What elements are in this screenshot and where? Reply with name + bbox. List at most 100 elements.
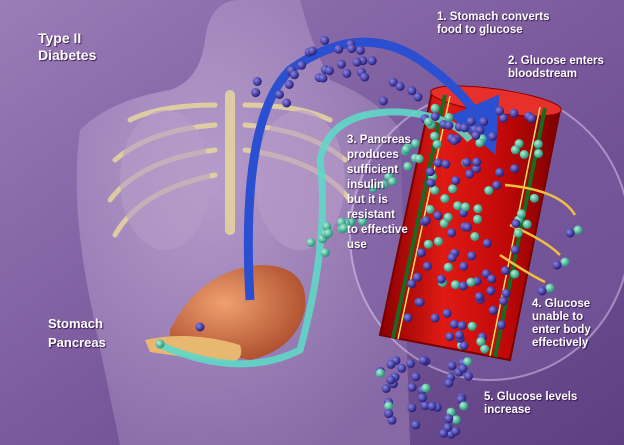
insulin-molecule	[529, 193, 539, 203]
glucose-molecule	[407, 403, 417, 413]
glucose-molecule	[511, 219, 521, 229]
glucose-molecule	[486, 286, 496, 296]
glucose-molecule	[381, 384, 391, 393]
glucose-molecule	[411, 372, 421, 382]
glucose-molecule	[447, 228, 457, 238]
insulin-molecule	[545, 283, 555, 293]
insulin-molecule	[430, 103, 440, 113]
insulin-molecule	[379, 180, 389, 190]
glucose-molecule	[352, 57, 362, 67]
insulin-molecule	[467, 321, 477, 331]
glucose-molecule	[433, 211, 443, 221]
glucose-molecule	[275, 90, 284, 99]
glucose-molecule	[471, 164, 481, 174]
stomach	[170, 265, 306, 360]
insulin-molecule	[387, 177, 397, 186]
glucose-molecule	[472, 157, 482, 167]
insulin-molecule	[470, 232, 480, 241]
glucose-molecule	[324, 66, 334, 76]
glucose-molecule	[252, 77, 262, 86]
insulin-molecule	[450, 280, 460, 290]
glucose-molecule	[439, 428, 448, 438]
glucose-molecule	[499, 113, 508, 123]
insulin-molecule	[473, 204, 483, 214]
insulin-molecule	[421, 383, 431, 393]
glucose-molecule	[284, 80, 294, 89]
glucose-molecule	[251, 88, 261, 98]
insulin-molecule	[403, 161, 413, 171]
insulin-molecule	[460, 202, 470, 212]
glucose-molecule	[195, 322, 205, 332]
pancreas-label: Pancreas	[48, 335, 106, 350]
glucose-molecule	[367, 56, 377, 66]
glucose-molecule	[458, 363, 468, 373]
glucose-molecule	[552, 260, 562, 270]
insulin-molecule	[573, 225, 583, 235]
glucose-molecule	[419, 355, 428, 365]
glucose-molecule	[454, 330, 464, 340]
insulin-molecule	[430, 185, 440, 195]
glucose-molecule	[442, 308, 452, 318]
glucose-molecule	[430, 112, 440, 121]
glucose-molecule	[445, 332, 455, 342]
glucose-molecule	[459, 123, 469, 133]
insulin-molecule	[510, 269, 520, 279]
glucose-molecule	[336, 59, 346, 69]
insulin-molecule	[519, 150, 529, 159]
glucose-molecule	[444, 378, 454, 388]
glucose-molecule	[384, 409, 394, 418]
glucose-molecule	[387, 415, 397, 425]
step-1-label: 1. Stomach converts food to glucose	[437, 11, 550, 36]
insulin-molecule	[368, 183, 378, 193]
insulin-molecule	[448, 184, 457, 194]
glucose-molecule	[462, 157, 472, 167]
glucose-molecule	[444, 414, 454, 424]
glucose-molecule	[488, 131, 498, 141]
glucose-molecule	[426, 178, 436, 188]
glucose-molecule	[421, 216, 431, 225]
insulin-molecule	[444, 112, 454, 122]
glucose-molecule	[320, 36, 330, 45]
insulin-molecule	[430, 131, 439, 141]
insulin-molecule	[459, 401, 469, 411]
glucose-molecule	[430, 313, 440, 323]
glucose-molecule	[449, 319, 459, 329]
insulin-molecule	[384, 401, 394, 411]
glucose-molecule	[500, 266, 510, 276]
glucose-molecule	[436, 274, 446, 284]
insulin-arrow	[158, 108, 473, 368]
glucose-molecule	[465, 169, 475, 179]
glucose-molecule	[487, 274, 497, 284]
insulin-molecule	[476, 337, 486, 347]
insulin-molecule	[339, 223, 349, 233]
glucose-molecule	[527, 113, 537, 123]
insulin-molecule	[432, 139, 442, 149]
insulin-molecule	[516, 209, 526, 219]
insulin-molecule	[423, 239, 433, 249]
insulin-molecule	[453, 201, 463, 211]
insulin-molecule	[375, 368, 385, 378]
insulin-molecule	[473, 214, 482, 224]
insulin-molecule	[560, 257, 570, 267]
glucose-molecule	[565, 228, 575, 238]
glucose-molecule	[342, 68, 352, 78]
glucose-molecule	[459, 261, 469, 271]
glucose-molecule	[318, 73, 328, 83]
insulin-molecule	[480, 344, 490, 354]
glucose-arrow	[243, 37, 500, 301]
glucose-molecule	[464, 371, 473, 381]
step-5-label: 5. Glucose levels increase	[484, 391, 578, 416]
insulin-molecule	[320, 248, 330, 258]
pancreas	[145, 336, 242, 362]
glucose-molecule	[407, 279, 417, 289]
glucose-molecule	[395, 81, 405, 91]
glucose-molecule	[459, 341, 469, 351]
insulin-molecule	[414, 154, 424, 164]
glucose-molecule	[492, 180, 502, 190]
glucose-molecule	[386, 375, 396, 385]
glucose-molecule	[411, 420, 421, 430]
stomach-label: Stomach	[48, 316, 103, 331]
glucose-molecule	[388, 77, 398, 87]
glucose-molecule	[433, 158, 443, 168]
